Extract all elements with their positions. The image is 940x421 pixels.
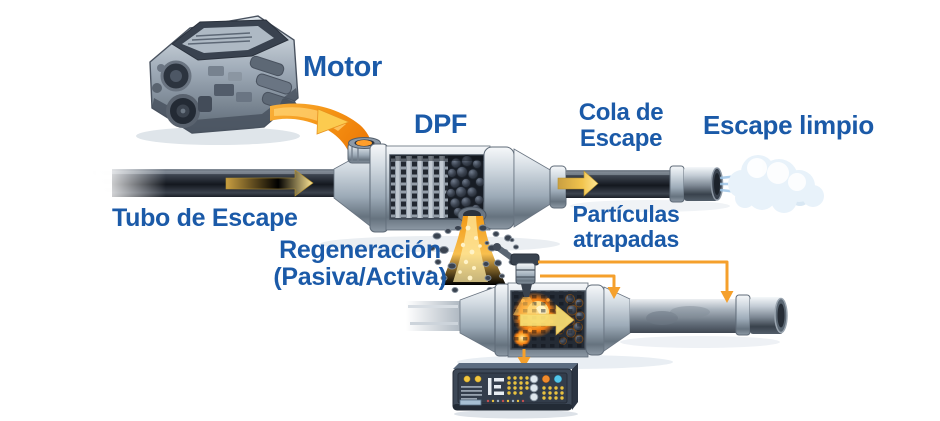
regeneration-dpf <box>406 282 788 358</box>
flow-arrow-inlet <box>225 169 314 197</box>
control-lines <box>522 260 729 358</box>
exhaust-pipe-front <box>92 165 336 201</box>
label-regeneracion-line1: Regeneración <box>279 236 441 264</box>
label-particulas-atrapadas: Partículas atrapadas <box>566 202 686 251</box>
label-cola-line1: Cola de <box>578 99 664 126</box>
dpf-filter <box>333 137 567 233</box>
regeneration-injector <box>493 243 540 315</box>
control-line-arrowheads <box>517 287 734 368</box>
label-tubo-de-escape: Tubo de Escape <box>112 204 298 232</box>
label-regeneracion: Regeneración (Pasiva/Activa) <box>262 237 458 291</box>
soot-spray <box>441 206 506 285</box>
label-particulas-line1: Partículas <box>572 201 680 227</box>
label-cola-line2: Escape <box>579 124 663 152</box>
flow-arrow-tailpipe <box>557 170 599 197</box>
label-escape-limpio: Escape limpio <box>703 110 874 140</box>
engine-illustration <box>149 15 299 134</box>
label-dpf: DPF <box>414 109 468 139</box>
ecu-control-unit <box>452 363 578 411</box>
label-motor: Motor <box>303 51 383 83</box>
label-particulas-line2: atrapadas <box>573 225 679 252</box>
clean-exhaust-cloud <box>719 155 824 213</box>
label-cola-de-escape: Cola de Escape <box>562 100 680 151</box>
label-regeneracion-line2: (Pasiva/Activa) <box>273 262 447 291</box>
